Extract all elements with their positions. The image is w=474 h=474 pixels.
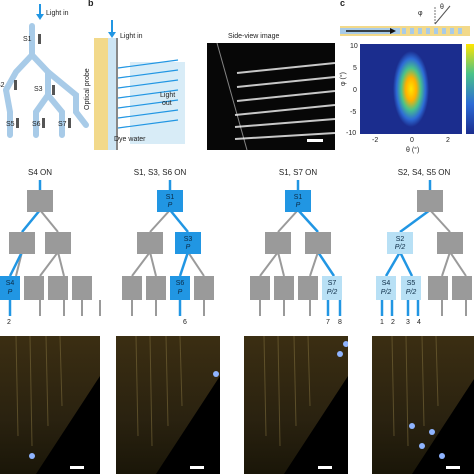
tree4-s4-name: S4 <box>381 280 391 287</box>
optical-probe-label: Optical probe <box>84 68 91 110</box>
tree1-leaf-s4: S4 P <box>0 276 20 300</box>
tree2-s1-name: S1 <box>165 194 175 201</box>
photo-output-1-4 <box>372 336 474 474</box>
tree4-output-3: 3 <box>406 319 410 326</box>
switch-label-s3: S3 <box>34 86 43 93</box>
switch-label-s7: S7 <box>58 121 67 128</box>
probe-schematic <box>94 20 185 150</box>
tree4-s5-power: P/2 <box>405 289 417 296</box>
tree2-leaf-2 <box>146 276 166 300</box>
waveguide-tree-diagram <box>3 4 89 138</box>
colorbar <box>466 44 474 134</box>
side-view-label: Side-view image <box>228 33 280 40</box>
y-tick-5: 5 <box>353 65 357 72</box>
tree4-switch-s2: S2 P/2 <box>387 232 413 254</box>
tree1-output-number: 2 <box>7 319 11 326</box>
y-tick-0: 0 <box>353 87 357 94</box>
y-tick-neg5: -5 <box>350 109 357 116</box>
tree4-output-1: 1 <box>380 319 384 326</box>
phi-label: φ <box>418 10 423 17</box>
tree2-leaf-s6: S6 P <box>170 276 190 300</box>
tree4-output-4: 4 <box>417 319 421 326</box>
tree2-s6-name: S6 <box>175 280 185 287</box>
tree4-s2-name: S2 <box>395 236 405 243</box>
tree-connectors-1 <box>8 180 101 316</box>
tree3-s7-name: S7 <box>327 280 337 287</box>
tree4-s4-power: P/2 <box>380 289 392 296</box>
x-axis-label: θ (°) <box>406 147 420 154</box>
light-in-label: Light in <box>46 10 69 17</box>
tree2-s6-power: P <box>177 289 183 296</box>
switch-label-s6: S6 <box>32 121 41 128</box>
tree-title-4: S2, S4, S5 ON <box>397 168 451 177</box>
tree2-s3-power: P <box>185 244 191 251</box>
tree-connectors-2 <box>131 180 205 316</box>
tree1-leaf-3 <box>48 276 68 300</box>
tree3-s1-name: S1 <box>293 194 303 201</box>
tree1-switch-top <box>27 190 53 212</box>
x-tick-2: 2 <box>446 137 450 144</box>
x-tick-0: 0 <box>410 137 414 144</box>
tree3-output-8: 8 <box>338 319 342 326</box>
tree-title-3: S1, S7 ON <box>278 168 318 177</box>
tree1-s4-name: S4 <box>5 280 15 287</box>
grating-schematic <box>340 5 470 36</box>
theta-label: θ <box>440 4 444 11</box>
panel-label-c: c <box>340 0 346 8</box>
panel-label-b: b <box>88 0 94 8</box>
dye-water-label: Dye water <box>114 136 146 143</box>
side-view-image <box>207 43 335 150</box>
light-out-label-2: out <box>162 100 172 107</box>
tree3-leaf-3 <box>298 276 318 300</box>
tree1-switch-left <box>9 232 35 254</box>
tree4-output-2: 2 <box>391 319 395 326</box>
tree3-leaf-2 <box>274 276 294 300</box>
light-in-label-b: Light in <box>120 33 143 40</box>
tree4-switch-right <box>437 232 463 254</box>
photo-output-7-8 <box>244 336 348 474</box>
tree1-leaf-2 <box>24 276 44 300</box>
tree4-leaf-s4: S4 P/2 <box>376 276 396 300</box>
photo-output-6 <box>116 336 220 474</box>
tree4-switch-top <box>417 190 443 212</box>
tree2-switch-left <box>137 232 163 254</box>
tree3-switch-left <box>265 232 291 254</box>
tree4-s5-name: S5 <box>406 280 416 287</box>
tree3-switch-right <box>305 232 331 254</box>
tree4-leaf-4 <box>452 276 472 300</box>
tree-title-1: S4 ON <box>27 168 52 177</box>
tree2-s3-name: S3 <box>183 236 193 243</box>
y-tick-neg10: -10 <box>346 130 357 137</box>
tree4-leaf-s5: S5 P/2 <box>401 276 421 300</box>
tree3-s7-power: P/2 <box>326 289 338 296</box>
switch-label-s1: S1 <box>23 36 32 43</box>
y-tick-10: 10 <box>350 43 358 50</box>
tree-connectors-4 <box>380 180 467 316</box>
tree3-switch-s1: S1 P <box>285 190 311 212</box>
tree1-s4-power: P <box>7 289 13 296</box>
tree3-output-7: 7 <box>326 319 330 326</box>
tree2-leaf-1 <box>122 276 142 300</box>
tree2-switch-s3: S3 P <box>175 232 201 254</box>
tree4-s2-power: P/2 <box>394 244 406 251</box>
y-axis-label: φ (°) <box>340 72 347 86</box>
switch-label-s5: S5 <box>6 121 15 128</box>
light-out-label-1: Light <box>160 92 176 99</box>
switch-label-s2: S2 <box>0 82 5 89</box>
x-tick-neg2: -2 <box>372 137 379 144</box>
tree2-output-number: 6 <box>183 319 187 326</box>
tree3-s1-power: P <box>295 202 301 209</box>
tree2-switch-s1: S1 P <box>157 190 183 212</box>
photo-output-1 <box>0 336 100 474</box>
tree-connectors-3 <box>259 180 342 316</box>
tree3-leaf-1 <box>250 276 270 300</box>
tree1-leaf-4 <box>72 276 92 300</box>
tree1-switch-right <box>45 232 71 254</box>
tree2-s1-power: P <box>167 202 173 209</box>
tree2-leaf-4 <box>194 276 214 300</box>
tree-title-2: S1, S3, S6 ON <box>133 168 187 177</box>
tree3-leaf-s7: S7 P/2 <box>322 276 342 300</box>
emission-heatmap <box>360 44 462 134</box>
tree4-leaf-3 <box>428 276 448 300</box>
